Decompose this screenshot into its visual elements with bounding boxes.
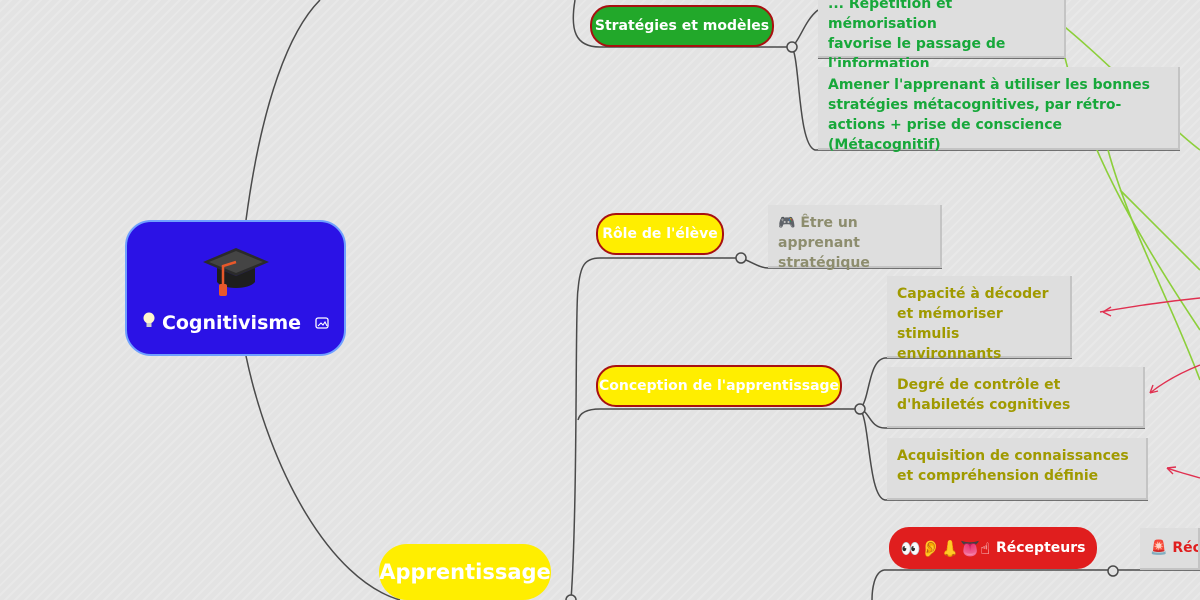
card-repetition[interactable]: ... Répétition et mémorisation favorise … (818, 0, 1066, 72)
collapse-handle-conception (854, 403, 866, 415)
root-node-cognitivisme[interactable]: Cognitivisme (125, 220, 346, 356)
topic-apprentissage[interactable]: Apprentissage (379, 544, 551, 600)
topic-strategies-et-modeles[interactable]: Stratégies et modèles (590, 5, 774, 47)
root-title: Cognitivisme (161, 312, 302, 334)
green-relation-4 (1119, 189, 1200, 271)
alarm-icon: 🚨 (1150, 540, 1168, 556)
card-etre-apprenant[interactable]: 🎮 Être un apprenant stratégique (768, 205, 942, 271)
card-acquisition[interactable]: Acquisition de connaissances et compréhe… (887, 438, 1148, 500)
link-acquisition (859, 408, 1148, 501)
link-recepteurs-down (871, 569, 885, 600)
collapse-handle-role (735, 252, 747, 264)
topic-role-de-l-eleve[interactable]: Rôle de l'élève (596, 213, 724, 255)
link-root-top (245, 0, 321, 221)
gamepad-icon: 🎮 (778, 215, 796, 231)
topic-recepteurs[interactable]: 👀👂👃👅☝ Récepteurs (889, 527, 1097, 569)
link-role (570, 257, 741, 600)
collapse-handle-apprentissage (565, 594, 577, 600)
link-strategies (572, 0, 792, 48)
senses-emoji-icons: 👀👂👃👅☝ (900, 538, 990, 558)
card-etre-text: Être un apprenant stratégique (778, 215, 870, 271)
green-relation-2 (1107, 149, 1200, 381)
card-repetition-text-top: ... Répétition et mémorisation (828, 0, 953, 32)
image-icon[interactable] (315, 312, 329, 334)
card-recepteurs-detail-text: Réc (1172, 540, 1200, 556)
link-conception (577, 408, 860, 421)
red-relation-1 (1099, 297, 1200, 313)
lightbulb-icon (142, 312, 156, 335)
topic-conception-apprentissage[interactable]: Conception de l'apprentissage (596, 365, 842, 407)
link-root-apprentissage (245, 355, 401, 600)
graduation-cap-icon (202, 247, 269, 296)
card-amener-apprenant[interactable]: Amener l'apprenant à utiliser les bonnes… (818, 67, 1180, 153)
root-label-row: Cognitivisme (142, 312, 329, 335)
red-relation-2 (1149, 364, 1200, 394)
card-recepteurs-detail[interactable]: 🚨 Réc (1140, 528, 1200, 570)
red-relation-3 (1166, 467, 1200, 479)
link-strategies-card1 (791, 9, 819, 48)
collapse-handle-recepteurs (1107, 565, 1119, 577)
recepteurs-label: Récepteurs (995, 540, 1086, 556)
collapse-handle-strategies (786, 41, 798, 53)
card-degre[interactable]: Degré de contrôle et d'habiletés cogniti… (887, 367, 1145, 428)
link-strategies-card2 (791, 46, 1180, 151)
card-capacite[interactable]: Capacité à décoder et mémoriser stimulis… (887, 276, 1072, 362)
